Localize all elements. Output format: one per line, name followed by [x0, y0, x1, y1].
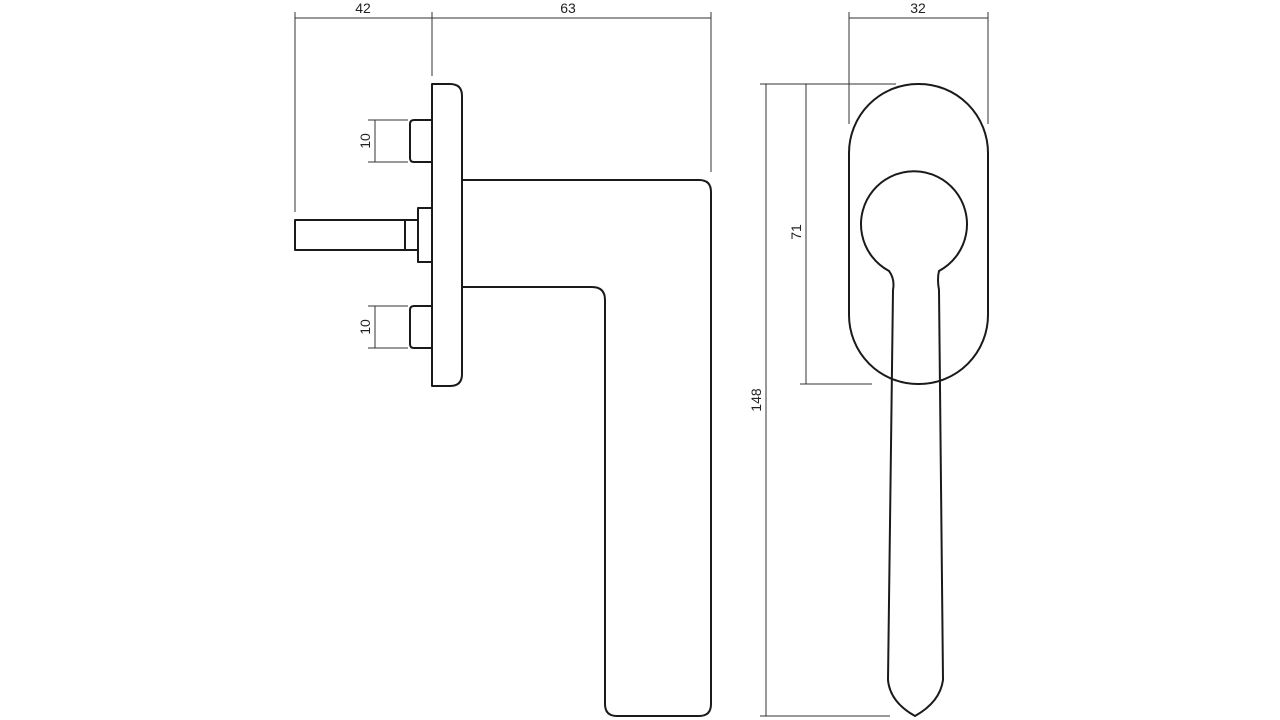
side-upper-screw-boss	[409, 119, 433, 163]
front-lever	[887, 270, 944, 717]
side-view	[294, 83, 712, 717]
front-rosette	[848, 83, 989, 385]
dim-label-front-rosette-height: 71	[788, 224, 804, 240]
side-lower-screw-boss	[409, 305, 433, 349]
dim-label-front-rosette-width: 32	[910, 0, 926, 16]
dimension-labels: 42 63 10 10 32 71 148	[355, 0, 926, 412]
side-spindle-collar	[417, 207, 433, 263]
dimension-lines	[294, 12, 989, 717]
dim-label-front-total-height: 148	[748, 388, 764, 412]
side-spindle	[294, 219, 419, 251]
dim-label-side-screw-lower: 10	[357, 319, 373, 335]
dim-label-side-projection: 63	[560, 0, 576, 16]
side-lever	[461, 179, 712, 717]
front-view	[848, 83, 989, 717]
side-rosette-plate	[431, 83, 463, 387]
front-hub	[860, 170, 968, 272]
dim-label-side-screw-upper: 10	[357, 133, 373, 149]
dim-label-side-shaft-length: 42	[355, 0, 371, 16]
